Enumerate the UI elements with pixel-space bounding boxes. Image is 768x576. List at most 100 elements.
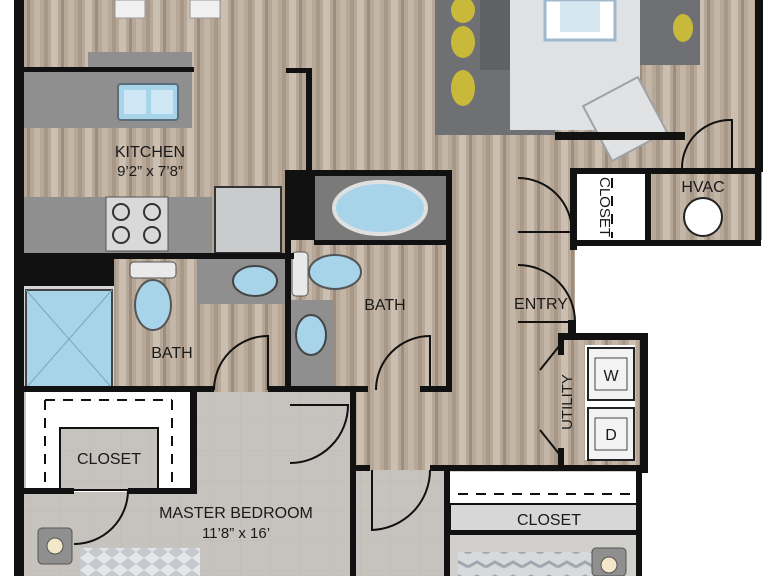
kitchen-label: KITCHEN: [115, 144, 185, 161]
dining-chair: [189, 0, 221, 19]
wall-shower-top: [24, 258, 114, 286]
wall-bed2-top: [430, 465, 642, 471]
toilet-icon: [134, 279, 172, 331]
master-bedroom-size: 11’8” x 16’: [202, 525, 270, 542]
wall-closet-right-right: [636, 470, 642, 576]
bath-center-label: BATH: [364, 297, 405, 314]
shower-line: [25, 289, 113, 389]
washer-door: [594, 357, 628, 391]
wall-master-right: [350, 392, 356, 576]
wall-bath-bottom-right: [420, 386, 452, 392]
bath-left-label: BATH: [151, 345, 192, 362]
lamp-icon: [46, 537, 64, 555]
lamp-icon: [600, 556, 618, 574]
wall-closet-right: [190, 392, 197, 494]
washer-label: W: [603, 368, 619, 385]
toilet-tank: [291, 251, 309, 297]
wall-utility-left-bottom: [558, 448, 564, 470]
burner-icon: [112, 203, 130, 221]
sink-basin: [124, 90, 146, 114]
wall-utility-top: [558, 333, 646, 340]
master-bedroom-floor: [195, 392, 355, 576]
wall-utility-right: [640, 333, 648, 473]
toilet-icon: [308, 254, 362, 290]
wall-closet-bottom: [24, 488, 74, 494]
door-swing-master-closet: [73, 489, 130, 545]
dryer-door: [594, 417, 628, 451]
wall-kitchen-bottom: [24, 253, 294, 259]
bedroom-two-floor: [355, 470, 450, 576]
hvac-label: HVAC: [681, 179, 724, 196]
wall-closet-hall-left: [570, 168, 577, 250]
door-swing-hall-closet: [517, 177, 574, 233]
walls: [14, 0, 763, 576]
wall-kitchen-top: [24, 67, 194, 72]
master-rug: [80, 548, 200, 576]
hvac-unit-icon: [683, 197, 723, 237]
entry-label: ENTRY: [514, 296, 568, 313]
burner-icon: [112, 226, 130, 244]
spacer: [555, 132, 685, 140]
wall-stub-top: [286, 68, 306, 73]
toilet-tank: [129, 261, 177, 279]
wall-master-top-right: [268, 386, 290, 392]
pillow-icon: [451, 70, 475, 106]
doors: [73, 118, 733, 545]
wall-hvac-right: [755, 168, 761, 246]
wall-bath-left-block: [285, 170, 315, 240]
door-swing-bed2: [371, 469, 431, 532]
sink-basin: [151, 90, 173, 114]
bedroom-rug: [458, 552, 598, 576]
wall-entry: [568, 320, 576, 340]
exterior-notch: [575, 240, 768, 335]
wall-utility-left-top: [558, 333, 564, 355]
wall-hvac-left: [645, 168, 651, 244]
closet-rod: [44, 399, 173, 482]
master-bedroom-label: MASTER BEDROOM: [159, 505, 313, 522]
utility-label: UTILITY: [559, 374, 576, 430]
burner-icon: [143, 203, 161, 221]
closet-right-label: CLOSET: [517, 512, 581, 529]
dining-chair: [114, 0, 146, 19]
sink-icon: [232, 265, 278, 297]
refrigerator: [214, 186, 282, 254]
dryer-label: D: [605, 427, 617, 444]
door-swing-entry: [517, 264, 577, 323]
door-swing-left-bath: [213, 334, 269, 391]
dryer: [587, 407, 635, 461]
door-swing-master: [289, 404, 350, 464]
pillow-icon: [451, 0, 475, 23]
washer: [587, 347, 635, 401]
coffee-table-glass: [560, 2, 600, 32]
wall-closet-right-bottom: [450, 530, 640, 535]
wall-bed2-top-left: [350, 465, 370, 471]
wall-closet-bottom-right: [128, 488, 196, 494]
kitchen-size: 9’2” x 7’8”: [117, 163, 183, 180]
door-swing-hvac: [680, 118, 733, 169]
wall-hvac-bottom: [570, 240, 760, 246]
door-swing-center-bath: [375, 334, 431, 391]
closet-hall-label: CLOSET: [596, 177, 613, 237]
closet-shelf: [449, 503, 639, 533]
door-bifold-utility: [539, 344, 561, 456]
wall-bath-bottom: [288, 386, 368, 392]
wall-right-top: [755, 0, 763, 172]
wall-hvac-top: [570, 168, 760, 174]
wall-bath-divider: [285, 240, 291, 392]
burner-icon: [143, 226, 161, 244]
pillow-icon: [451, 26, 475, 58]
wall-closet-right-left: [444, 470, 450, 576]
wall-bath-right: [446, 170, 452, 392]
master-closet-inner: [59, 427, 159, 491]
exterior-right: [640, 335, 768, 576]
pillow-icon: [673, 14, 693, 42]
wall-master-top: [24, 386, 214, 392]
sink-icon: [295, 314, 327, 356]
closet-master-label: CLOSET: [77, 451, 141, 468]
wall-bath-top: [285, 170, 452, 176]
wall-tub: [314, 240, 452, 245]
wall-left: [14, 0, 24, 576]
wall-stub: [306, 68, 312, 170]
bathtub: [332, 180, 428, 236]
